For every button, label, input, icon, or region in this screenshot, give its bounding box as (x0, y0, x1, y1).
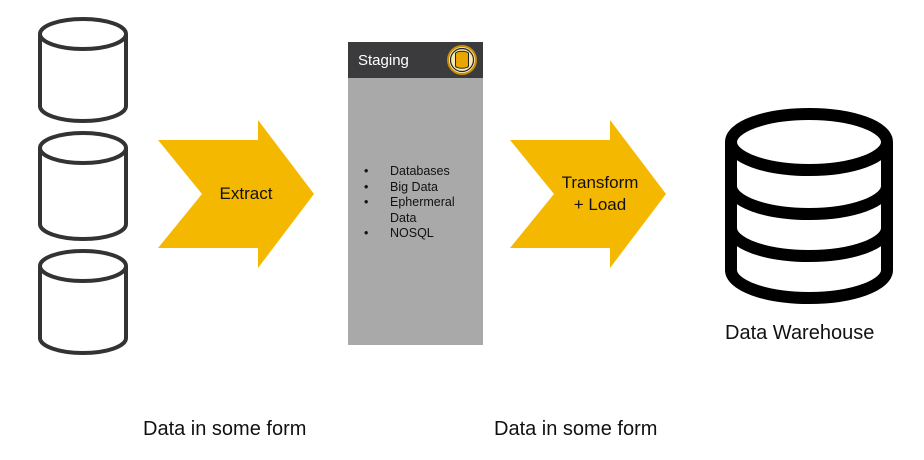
staging-title: Staging (358, 52, 409, 69)
source-databases (36, 12, 132, 362)
list-item-label: NOSQL (390, 226, 434, 240)
list-item: • NOSQL (364, 226, 479, 242)
database-cylinder-icon (38, 17, 128, 355)
list-item: • Ephermeral Data (364, 195, 479, 226)
list-item-label: Ephermeral Data (390, 195, 455, 225)
extract-arrow: Extract (158, 120, 316, 268)
transform-label: Transform (561, 173, 639, 192)
transform-caption: Data in some form (494, 418, 658, 440)
extract-label: Extract (219, 184, 273, 203)
bullet: • (364, 226, 369, 240)
arrow-right-icon (510, 120, 666, 268)
list-item: • Databases (364, 164, 479, 180)
list-item-label: Big Data (390, 179, 438, 194)
arrow-right-icon (158, 120, 314, 268)
load-label: + Load (573, 195, 627, 214)
staging-list: • Databases • Big Data • Ephermeral Data… (364, 164, 479, 242)
bullet: • (364, 179, 369, 194)
data-warehouse-label: Data Warehouse (725, 322, 875, 344)
list-item: • Big Data (364, 180, 479, 196)
database-stack-icon (725, 108, 893, 304)
staging-panel: Staging • Databases • Big Data • (348, 42, 483, 345)
list-item-label: Databases (390, 164, 450, 178)
source-caption: Data in some form (143, 418, 307, 440)
transform-load-label: Transform + Load (548, 172, 652, 216)
staging-header: Staging (348, 42, 483, 78)
data-warehouse (723, 106, 895, 311)
database-coin-icon (446, 45, 478, 80)
bullet: • (364, 164, 369, 178)
bullet: • (364, 195, 369, 209)
transform-load-arrow: Transform + Load (510, 120, 668, 268)
